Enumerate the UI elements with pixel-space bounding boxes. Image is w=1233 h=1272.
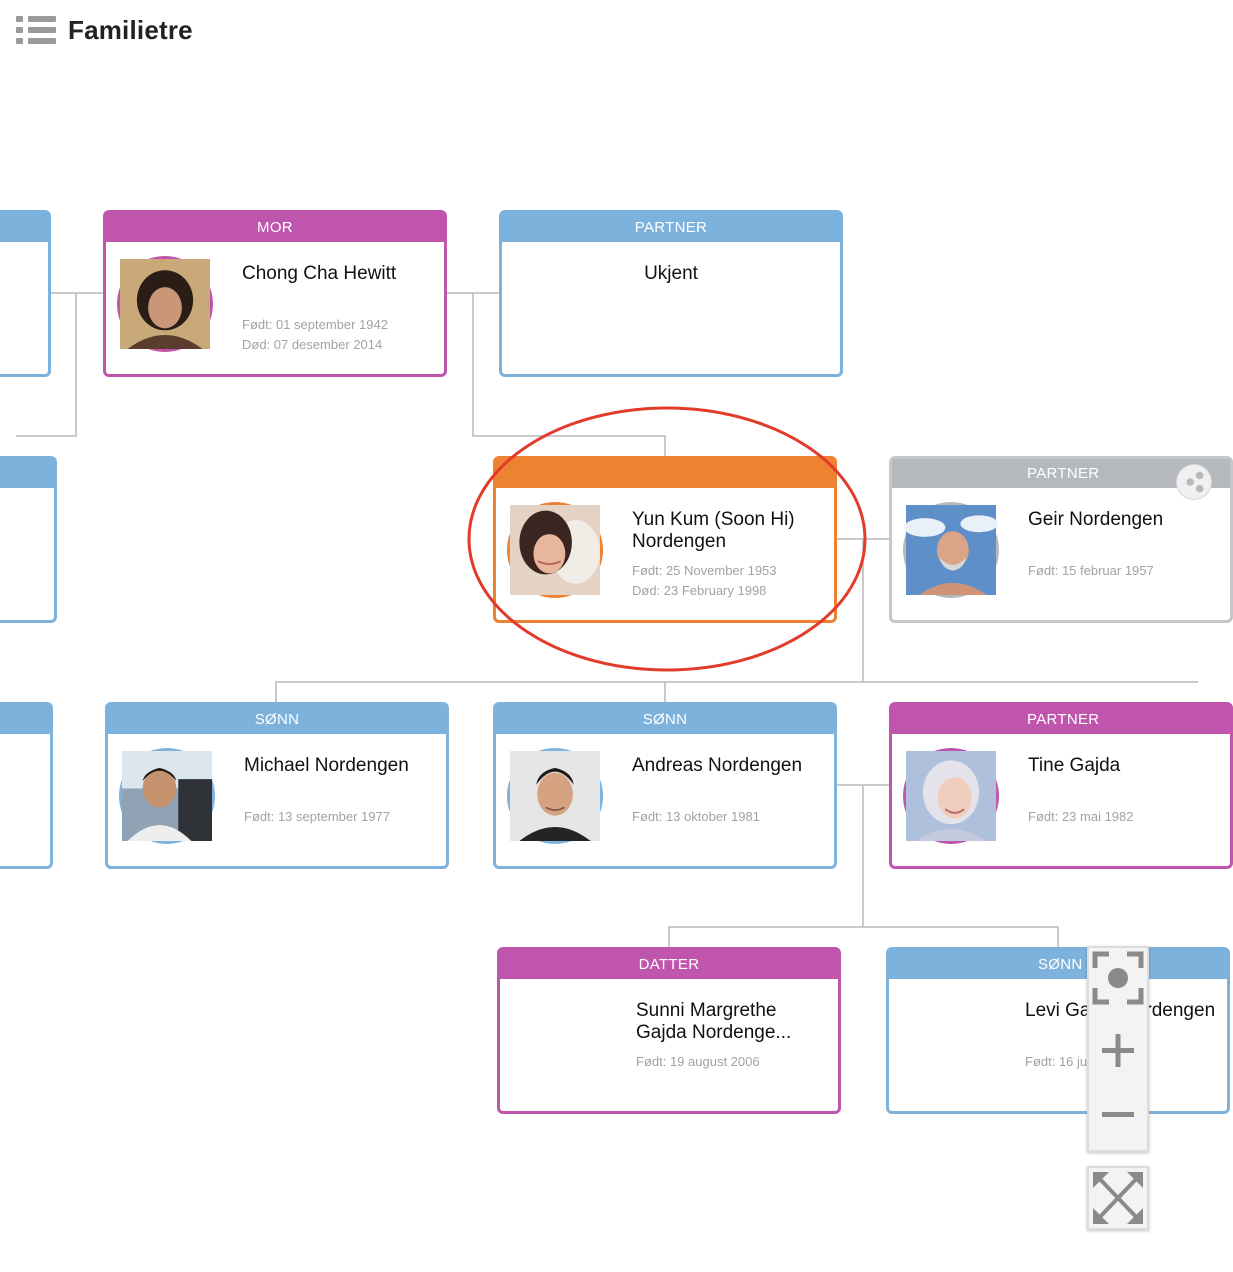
person-card-focus[interactable]: Yun Kum (Soon Hi) Nordengen Født: 25 Nov…	[493, 456, 837, 623]
offscreen-card-middle[interactable]	[0, 456, 57, 623]
relation-label: PARTNER	[892, 705, 1230, 734]
birth-date: Født: 13 september 1977	[244, 809, 390, 824]
birth-date: Født: 19 august 2006	[636, 1054, 760, 1069]
offscreen-card-bottom[interactable]	[0, 702, 53, 869]
page-header: Familietre	[16, 10, 193, 50]
center-view-button[interactable]	[1089, 948, 1147, 1008]
avatar	[507, 748, 603, 844]
list-menu-icon[interactable]	[16, 13, 56, 47]
relation-label	[496, 459, 834, 488]
fullscreen-button[interactable]	[1087, 1166, 1149, 1230]
zoom-controls	[1087, 946, 1149, 1152]
person-card-son-michael[interactable]: SØNN Michael Nordengen Født: 13 septembe…	[105, 702, 449, 869]
person-card-son-andreas[interactable]: SØNN Andreas Nordengen Født: 13 oktober …	[493, 702, 837, 869]
page-title: Familietre	[68, 14, 193, 45]
death-date: Død: 07 desember 2014	[242, 337, 383, 352]
expand-icon	[1093, 1172, 1143, 1224]
person-name: Ukjent	[644, 263, 698, 284]
avatar	[903, 502, 999, 598]
relation-label: SØNN	[889, 950, 1227, 979]
person-name: Tine Gajda	[1028, 755, 1121, 776]
zoom-in-button[interactable]	[1089, 1008, 1147, 1078]
person-card-son-partner[interactable]: PARTNER Tine Gajda Født: 23 mai 1982	[889, 702, 1233, 869]
avatar	[119, 748, 215, 844]
avatar	[507, 502, 603, 598]
relation-label: PARTNER	[892, 459, 1230, 488]
person-card-grandson[interactable]: SØNN Levi Gajda Nordengen Født: 16 juni …	[886, 947, 1230, 1114]
focus-icon	[1092, 951, 1144, 1005]
birth-date: Født: 15 februar 1957	[1028, 563, 1154, 578]
relation-label: MOR	[106, 213, 444, 242]
birth-date: Født: 23 mai 1982	[1028, 809, 1134, 824]
relation-label: SØNN	[496, 705, 834, 734]
avatar	[903, 748, 999, 844]
birth-date: Født: 13 oktober 1981	[632, 809, 760, 824]
relation-label: PARTNER	[502, 213, 840, 242]
person-name: Sunni Margrethe Gajda Nordenge...	[636, 1000, 792, 1043]
avatar	[117, 256, 213, 352]
tree-connectors	[16, 292, 1198, 948]
person-card-mother[interactable]: MOR Chong Cha Hewitt Født: 01 september …	[103, 210, 447, 377]
relation-label: SØNN	[108, 705, 446, 734]
person-name: Geir Nordengen	[1028, 509, 1164, 530]
birth-date: Født: 25 November 1953	[632, 563, 777, 578]
relation-label: DATTER	[500, 950, 838, 979]
person-name: Chong Cha Hewitt	[242, 263, 397, 284]
offscreen-card-top[interactable]	[0, 210, 51, 377]
death-date: Død: 23 February 1998	[632, 583, 767, 598]
zoom-out-button[interactable]	[1089, 1078, 1147, 1148]
person-card-mother-partner[interactable]: PARTNER Ukjent	[499, 210, 843, 377]
minus-icon	[1102, 1112, 1134, 1117]
person-card-daughter[interactable]: DATTER Sunni Margrethe Gajda Nordenge...…	[497, 947, 841, 1114]
person-name: Michael Nordengen	[244, 755, 409, 776]
share-icon[interactable]	[1176, 464, 1212, 500]
person-name: Yun Kum (Soon Hi) Nordengen	[632, 509, 795, 552]
person-card-focus-partner[interactable]: PARTNER Geir Nordengen Født: 15 februar …	[889, 456, 1233, 623]
person-name: Andreas Nordengen	[632, 755, 803, 776]
birth-date: Født: 01 september 1942	[242, 317, 388, 332]
plus-icon	[1102, 1034, 1134, 1067]
annotation-ellipse	[467, 406, 867, 672]
